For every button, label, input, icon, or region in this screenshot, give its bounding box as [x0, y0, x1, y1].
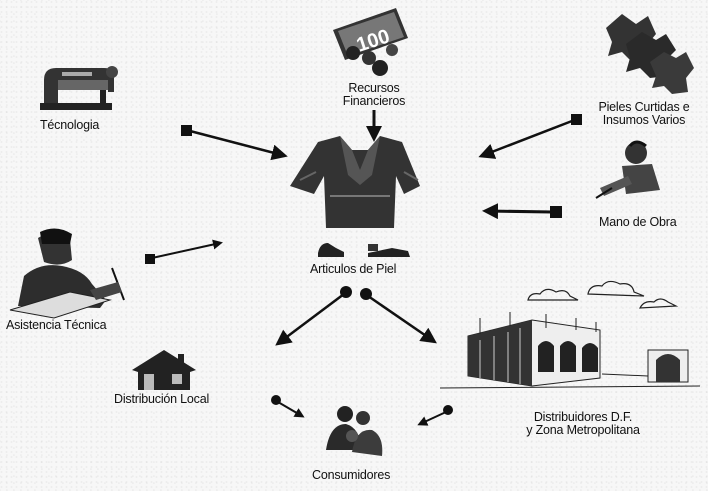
consumidores-label: Consumidores: [312, 469, 390, 482]
distribuidores-line1: Distribuidores D.F.: [533, 410, 633, 424]
arrow-to-local: [275, 286, 352, 346]
pieles-line2: Insumos Varios: [602, 113, 686, 127]
consumidores-text: Consumidores: [312, 468, 391, 482]
tecnologia-text: Técnologia: [40, 118, 100, 132]
shoes-icon: [318, 243, 410, 257]
money-icon: 100: [333, 8, 408, 76]
consumers-icon: [326, 406, 383, 456]
arrow-mano-obra: [482, 203, 562, 220]
distribucion-local-label: Distribución Local: [114, 393, 209, 406]
articulos-text: Articulos de Piel: [310, 262, 397, 276]
recursos-line1: Recursos: [348, 81, 400, 95]
mano-obra-text: Mano de Obra: [599, 215, 677, 229]
worker-icon: [595, 140, 660, 199]
advisor-icon: [9, 228, 125, 319]
pieles-label: Pieles Curtidas e Insumos Varios: [588, 101, 700, 127]
arrow-tecnologia: [181, 125, 288, 161]
arrow-to-df: [360, 288, 437, 344]
arrow-df-consumers: [417, 405, 453, 426]
mano-obra-label: Mano de Obra: [599, 216, 677, 229]
recursos-line2: Financieros: [342, 94, 406, 108]
warehouse-icon: [439, 280, 701, 389]
tecnologia-label: Técnologia: [40, 119, 99, 132]
asistencia-label: Asistencia Técnica: [6, 318, 107, 332]
articulos-label: Articulos de Piel: [310, 263, 396, 276]
distribucion-local-text: Distribución Local: [114, 392, 210, 406]
recursos-label: Recursos Financieros: [332, 82, 416, 108]
asistencia-text: Asistencia Técnica: [6, 318, 107, 332]
house-icon: [132, 350, 196, 390]
arrow-local-consumers: [271, 395, 305, 418]
leather-hides-icon: [606, 14, 694, 94]
sewing-machine-icon: [40, 66, 118, 110]
arrow-pieles: [478, 114, 582, 159]
distribuidores-line2: y Zona Metropolitana: [526, 423, 640, 437]
distribuidores-label: Distribuidores D.F. y Zona Metropolitana: [518, 411, 648, 437]
shirt-icon: [290, 136, 420, 228]
arrow-asistencia: [145, 239, 223, 264]
pieles-line1: Pieles Curtidas e: [598, 100, 690, 114]
